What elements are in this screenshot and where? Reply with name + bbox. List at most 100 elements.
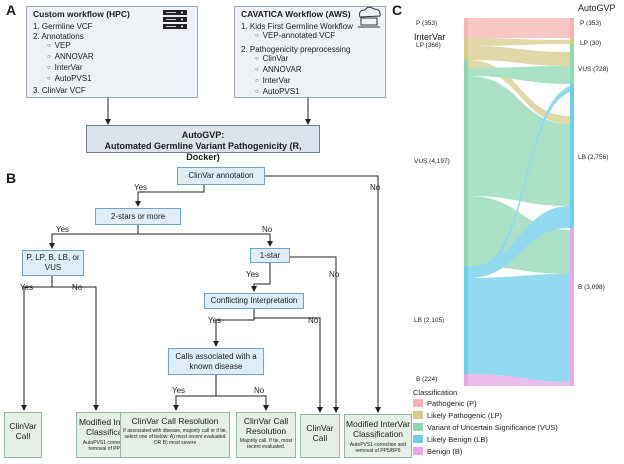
flow-lb-b	[468, 274, 570, 382]
node-left-lp	[464, 38, 468, 60]
cloud-laptop-icon	[358, 6, 381, 28]
flow-p-p	[468, 18, 570, 38]
flow-lp-lb	[468, 60, 570, 124]
hpc-step-3: 3. ClinVar VCF	[33, 86, 86, 95]
node-right-lp	[570, 38, 574, 44]
flow-lp-vus	[468, 46, 570, 66]
legend-label: Likely Benign (LB)	[427, 435, 488, 444]
hpc-step-2: 2. Annotations	[33, 32, 84, 41]
legend-item-likely-pathogenic: Likely Pathogenic (LP)	[413, 411, 502, 420]
autogvp-box: AutoGVP: Automated Germline Variant Path…	[86, 125, 320, 162]
clinvar-resolution-2: ClinVar Call Resolution Majority call. I…	[236, 412, 296, 458]
flow-vus-b	[468, 196, 570, 274]
autogvp-title: AutoGVP:	[181, 130, 225, 140]
edge-label-yes: Yes	[56, 225, 70, 234]
edge-label-yes: Yes	[172, 386, 186, 395]
sankey-left-label: P (353)	[416, 20, 438, 27]
edge-label-yes: Yes	[208, 316, 222, 325]
legend-item-vus: Variant of Uncertain Significance (VUS)	[413, 423, 558, 432]
node-left-p	[464, 18, 468, 38]
panel-letter-a: A	[6, 2, 17, 18]
legend-swatch	[413, 399, 423, 407]
aws-step-1-sub: VEP-annotated VCF	[241, 31, 379, 42]
clinvar-resolution-label: ClinVar Call Resolution	[243, 416, 289, 436]
plp-node: P, LP, B, LB, or VUS	[22, 250, 84, 276]
clinvar-resolution-note: Majority call. If tie, most recent evalu…	[239, 438, 293, 450]
panel-letter-b: B	[6, 170, 17, 186]
node-left-b	[464, 374, 468, 386]
legend-title: Classification	[413, 388, 458, 397]
modified-intervar-right: Modified InterVar Classification AutoPVS…	[344, 414, 412, 458]
node-left-lb	[464, 266, 468, 374]
sankey-right-label: P (353)	[580, 20, 602, 27]
aws-workflow-title: CAVATICA Workflow (AWS)	[241, 9, 351, 19]
clinvar-resolution-note: If associated with disease, majority cal…	[123, 428, 227, 446]
sankey-left-label: VUS (4,197)	[414, 158, 450, 165]
legend-label: Likely Pathogenic (LP)	[427, 411, 503, 420]
edge-label-no: No	[370, 183, 381, 192]
flow-lp-lp	[468, 38, 570, 46]
edge-label-yes: Yes	[134, 183, 148, 192]
legend-item-pathogenic: Pathogenic (P)	[413, 399, 477, 408]
legend-swatch	[413, 447, 423, 455]
legend-item-benign: Benign (B)	[413, 447, 462, 456]
aws-preprocessing-item: AutoPVS1	[241, 87, 379, 98]
edge-label-yes: Yes	[246, 270, 260, 279]
flow-vus-lb	[468, 76, 570, 206]
sankey-right-title: AutoGVP	[578, 3, 616, 13]
aws-preprocessing-item: InterVar	[241, 76, 379, 87]
sankey-right-label: VUS (728)	[578, 66, 609, 73]
edge-label-no: No	[262, 225, 273, 234]
hpc-annotation-item: ANNOVAR	[33, 52, 191, 63]
modified-intervar-label: Modified InterVar Classification	[78, 417, 144, 437]
flow-b-b	[468, 374, 570, 386]
flow-vus-vus	[468, 66, 570, 84]
aws-step-1: 1. Kids First Germline Workflow	[241, 22, 353, 31]
sankey-left-title: InterVar	[414, 32, 446, 42]
legend-swatch	[413, 423, 423, 431]
sankey-diagram	[464, 18, 574, 386]
legend-label: Pathogenic (P)	[427, 399, 477, 408]
server-rack-icon	[163, 10, 187, 29]
modified-intervar-note: AutoPVS1 correction and removal of PP5/B…	[82, 440, 140, 452]
sankey-left-label: LB (2,105)	[414, 317, 445, 324]
two-stars-node: 2-stars or more	[95, 208, 181, 225]
sankey-right-label: B (3,098)	[578, 284, 605, 291]
edge-label-no: No	[308, 316, 319, 325]
autogvp-subtitle: Automated Germline Variant Pathogenicity…	[104, 141, 302, 162]
clinvar-call-left: ClinVar Call	[4, 412, 42, 458]
sankey-right-label: LP (30)	[580, 40, 602, 47]
modified-intervar-label: Modified InterVar Classification	[345, 419, 411, 439]
legend-item-likely-benign: Likely Benign (LB)	[413, 435, 488, 444]
aws-step-2: 2. Pathogenicity preprocessing	[241, 45, 351, 54]
hpc-workflow-title: Custom workflow (HPC)	[33, 9, 130, 19]
hpc-annotation-item: InterVar	[33, 63, 191, 74]
node-right-b	[570, 228, 574, 386]
edge-label-no: No	[254, 386, 265, 395]
one-star-node: 1-star	[250, 248, 290, 263]
panel-a-arrows	[105, 98, 311, 125]
clinvar-annotation-node: ClinVar annotation	[177, 167, 265, 185]
panel-b-connectors	[21, 175, 381, 413]
clinvar-call-label: ClinVar Call	[9, 421, 37, 441]
sankey-left-label: LP (366)	[416, 42, 441, 49]
legend-swatch	[413, 435, 423, 443]
aws-preprocessing-item: ANNOVAR	[241, 65, 379, 76]
legend-swatch	[413, 411, 423, 419]
hpc-step-1: 1. Germline VCF	[33, 22, 93, 31]
clinvar-resolution-1: ClinVar Call Resolution If associated wi…	[120, 412, 230, 458]
calls-disease-node: Calls associated with a known disease	[168, 348, 264, 375]
legend-label: Variant of Uncertain Significance (VUS)	[427, 423, 558, 432]
panel-letter-c: C	[392, 2, 403, 18]
legend-label: Benign (B)	[427, 447, 463, 456]
clinvar-resolution-label: ClinVar Call Resolution	[131, 416, 219, 426]
edge-label-no: No	[329, 270, 340, 279]
aws-workflow-box: CAVATICA Workflow (AWS) 1. Kids First Ge…	[234, 6, 386, 98]
node-right-lb	[570, 84, 574, 228]
clinvar-call-label: ClinVar Call	[306, 423, 334, 443]
hpc-annotation-item: VEP	[33, 41, 191, 52]
node-left-vus	[464, 60, 468, 266]
sankey-right-label: LB (2,756)	[578, 154, 609, 161]
edge-label-yes: Yes	[20, 283, 34, 292]
sankey-left-label: B (224)	[416, 376, 438, 383]
